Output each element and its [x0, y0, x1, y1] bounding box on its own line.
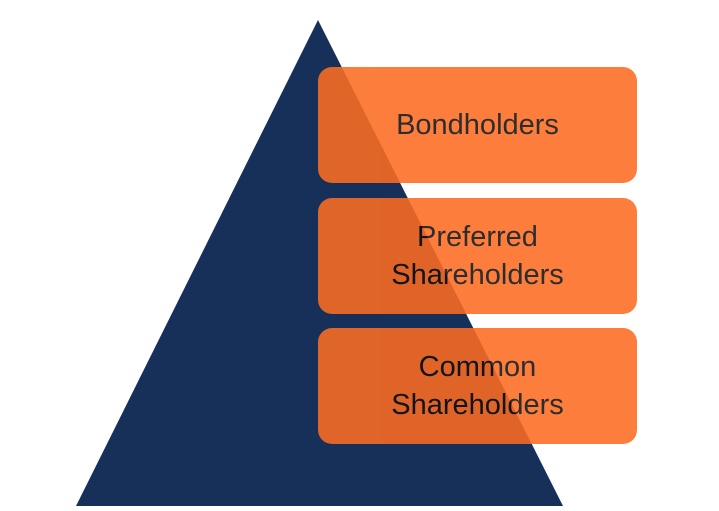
tier-preferred-shareholders: Preferred Shareholders [318, 198, 637, 314]
tier-label-common-shareholders: Common Shareholders [391, 351, 564, 421]
tier-bondholders: Bondholders [318, 67, 637, 183]
tier-label-bondholders: Bondholders [396, 109, 559, 141]
tier-common-shareholders: Common Shareholders [318, 328, 637, 444]
tier-label-preferred-shareholders: Preferred Shareholders [391, 221, 564, 291]
